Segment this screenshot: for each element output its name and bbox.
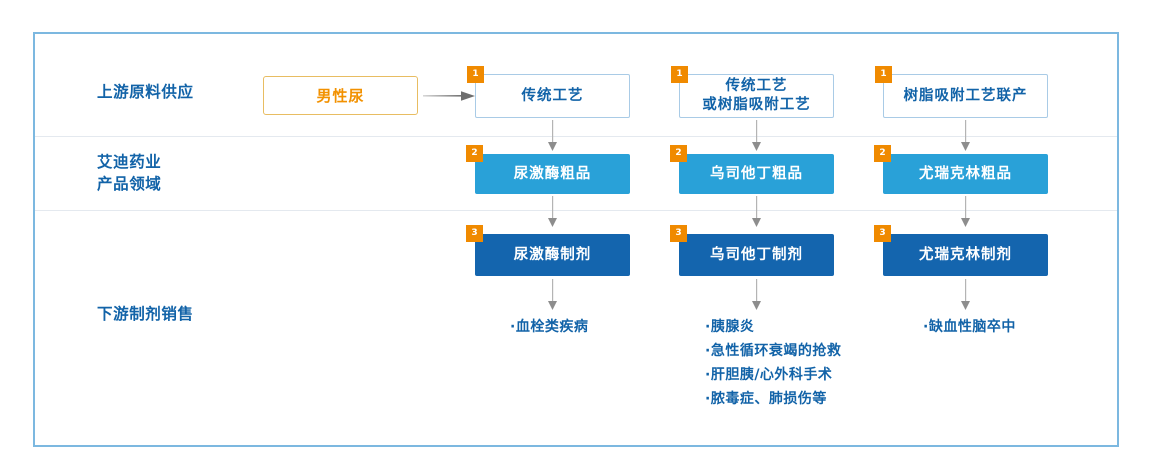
indication-item: ·缺血性脑卒中 — [923, 319, 1016, 335]
process-node-1-urinary-kallidinogenase[interactable]: 1 树脂吸附工艺联产 — [875, 66, 1048, 118]
step-badge-3: 3 — [466, 225, 483, 242]
process-node-label: 树脂吸附工艺联产 — [903, 87, 1028, 104]
source-node-label: 男性尿 — [316, 87, 365, 105]
stage-label-upstream: 上游原料供应 — [97, 83, 194, 101]
process-node-1-urokinase[interactable]: 1 传统工艺 — [467, 66, 630, 118]
formulation-node-3-urokinase[interactable]: 3 尿激酶制剂 — [466, 225, 630, 276]
arrow-down-icon — [961, 196, 970, 227]
product-node-2-urinary-kallidinogenase-crude[interactable]: 2 尤瑞克林粗品 — [874, 145, 1048, 194]
arrow-down-icon — [752, 196, 761, 227]
step-badge-3: 3 — [874, 225, 891, 242]
diagram-panel: 上游原料供应 艾迪药业 产品领域 下游制剂销售 男性尿 1 传统工艺 1 传统工… — [33, 32, 1119, 447]
step-badge-1: 1 — [875, 66, 892, 83]
product-node-label: 乌司他丁粗品 — [710, 165, 803, 182]
process-node-label: 传统工艺 或树脂吸附工艺 — [702, 78, 811, 113]
step-badge-2: 2 — [466, 145, 483, 162]
product-node-label: 尤瑞克林粗品 — [919, 165, 1012, 182]
product-node-2-ulinastatin-crude[interactable]: 2 乌司他丁粗品 — [670, 145, 834, 194]
step-badge-1: 1 — [467, 66, 484, 83]
indication-list-urinary-kallidinogenase: ·缺血性脑卒中 — [923, 315, 1016, 339]
arrow-down-icon — [961, 120, 970, 151]
formulation-node-3-ulinastatin[interactable]: 3 乌司他丁制剂 — [670, 225, 834, 276]
row-divider-products — [35, 210, 1117, 211]
source-node-male-urine[interactable]: 男性尿 — [263, 76, 418, 115]
stage-label-downstream: 下游制剂销售 — [97, 305, 194, 323]
indication-list-ulinastatin: ·胰腺炎 ·急性循环衰竭的抢救 ·肝胆胰/心外科手术 ·脓毒症、肺损伤等 — [705, 315, 841, 411]
process-node-1-ulinastatin[interactable]: 1 传统工艺 或树脂吸附工艺 — [671, 66, 834, 118]
arrow-down-icon — [548, 279, 557, 310]
step-badge-2: 2 — [874, 145, 891, 162]
arrow-down-icon — [961, 279, 970, 310]
indication-list-urokinase: ·血栓类疾病 — [510, 315, 588, 339]
arrow-down-icon — [548, 196, 557, 227]
step-badge-2: 2 — [670, 145, 687, 162]
arrow-right-icon — [423, 91, 475, 101]
step-badge-1: 1 — [671, 66, 688, 83]
row-divider-upstream — [35, 136, 1117, 137]
indication-item: ·肝胆胰/心外科手术 — [705, 367, 833, 383]
indication-item: ·血栓类疾病 — [510, 319, 589, 335]
formulation-node-label: 尤瑞克林制剂 — [919, 246, 1012, 263]
arrow-down-icon — [752, 279, 761, 310]
indication-item: ·急性循环衰竭的抢救 — [705, 343, 842, 359]
arrow-down-icon — [752, 120, 761, 151]
process-node-label: 传统工艺 — [521, 87, 584, 104]
arrow-down-icon — [548, 120, 557, 151]
step-badge-3: 3 — [670, 225, 687, 242]
indication-item: ·胰腺炎 — [705, 319, 755, 335]
product-node-label: 尿激酶粗品 — [513, 165, 592, 182]
formulation-node-3-urinary-kallidinogenase[interactable]: 3 尤瑞克林制剂 — [874, 225, 1048, 276]
product-node-2-urokinase-crude[interactable]: 2 尿激酶粗品 — [466, 145, 630, 194]
stage-label-products: 艾迪药业 产品领域 — [97, 153, 162, 193]
indication-item: ·脓毒症、肺损伤等 — [705, 391, 827, 407]
formulation-node-label: 乌司他丁制剂 — [710, 246, 803, 263]
formulation-node-label: 尿激酶制剂 — [513, 246, 592, 263]
